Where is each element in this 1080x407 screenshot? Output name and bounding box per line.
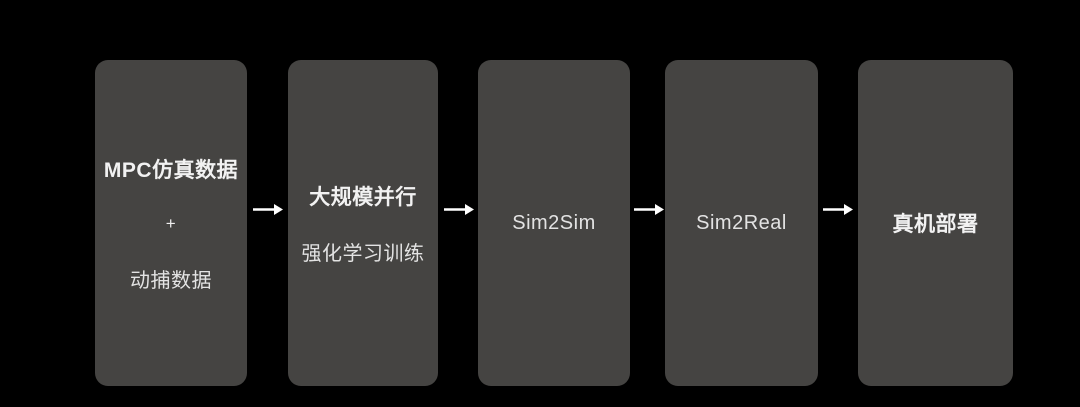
arrow-right-icon: [444, 202, 474, 217]
pipeline-stage-sim2real: Sim2Real: [665, 60, 818, 386]
pipeline-stage-mpc-sim-data: MPC仿真数据 + 动捕数据: [95, 60, 247, 386]
pipeline-stage-real-robot-deployment: 真机部署: [858, 60, 1013, 386]
arrow-right-icon: [253, 202, 283, 217]
stage-label-line: 强化学习训练: [301, 242, 425, 265]
pipeline-stage-sim2sim: Sim2Sim: [478, 60, 630, 386]
stage-label-line: MPC仿真数据: [103, 158, 239, 182]
stage-label-line: 大规模并行: [309, 185, 417, 209]
stage-label-line: Sim2Sim: [512, 211, 596, 234]
stage-label-line: Sim2Real: [696, 211, 787, 234]
arrow-right-icon: [823, 202, 853, 217]
stage-label-line: 动捕数据: [130, 269, 212, 292]
stage-label-line: 真机部署: [892, 213, 979, 236]
arrow-right-icon: [634, 202, 664, 217]
stage-plus-separator: +: [165, 213, 177, 233]
pipeline-stage-large-scale-parallel-rl: 大规模并行 强化学习训练: [288, 60, 438, 386]
